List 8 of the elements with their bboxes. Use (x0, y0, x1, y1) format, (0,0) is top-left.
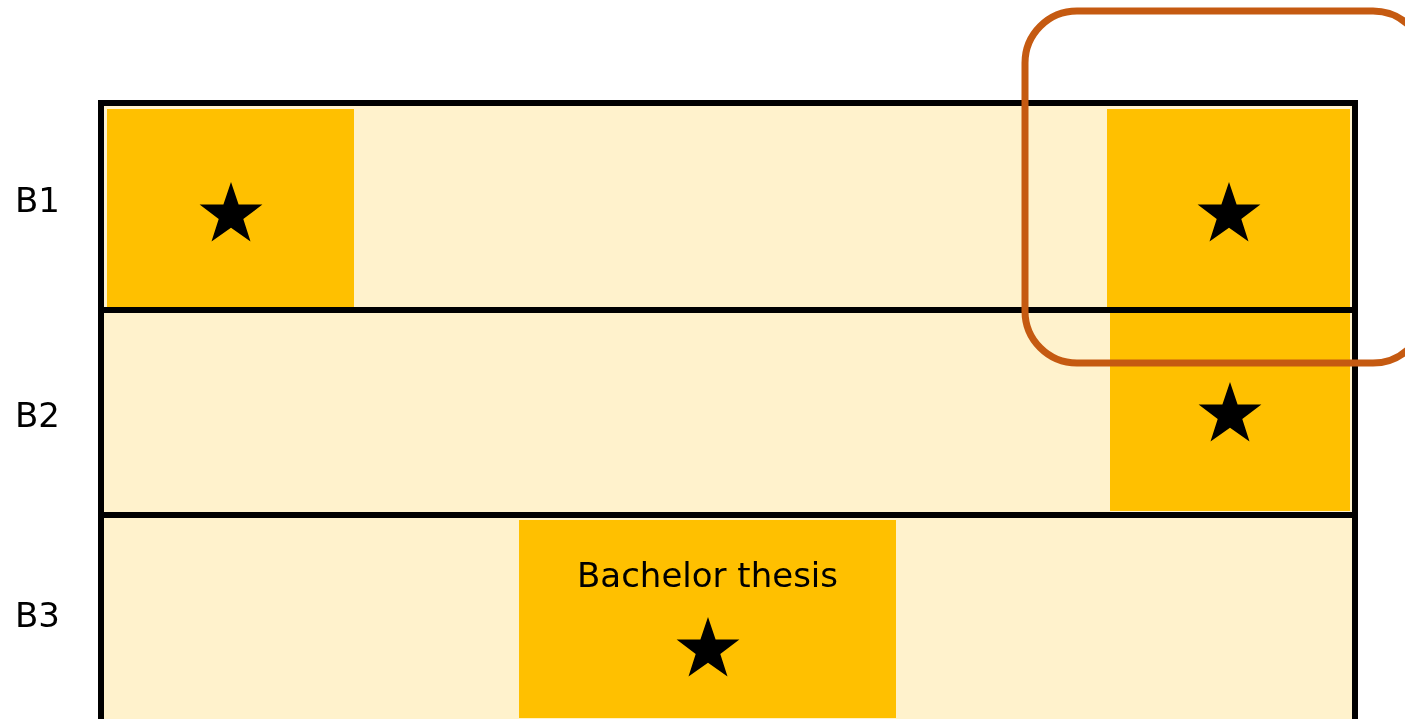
highlight-block (1107, 109, 1350, 307)
block-label: Bachelor thesis (576, 555, 839, 595)
highlight-block (107, 109, 354, 307)
row-label: B3 (15, 595, 60, 635)
highlight-block (1110, 313, 1350, 511)
row-label: B1 (15, 180, 60, 220)
highlight-block (519, 520, 896, 718)
row-label: B2 (15, 395, 60, 435)
